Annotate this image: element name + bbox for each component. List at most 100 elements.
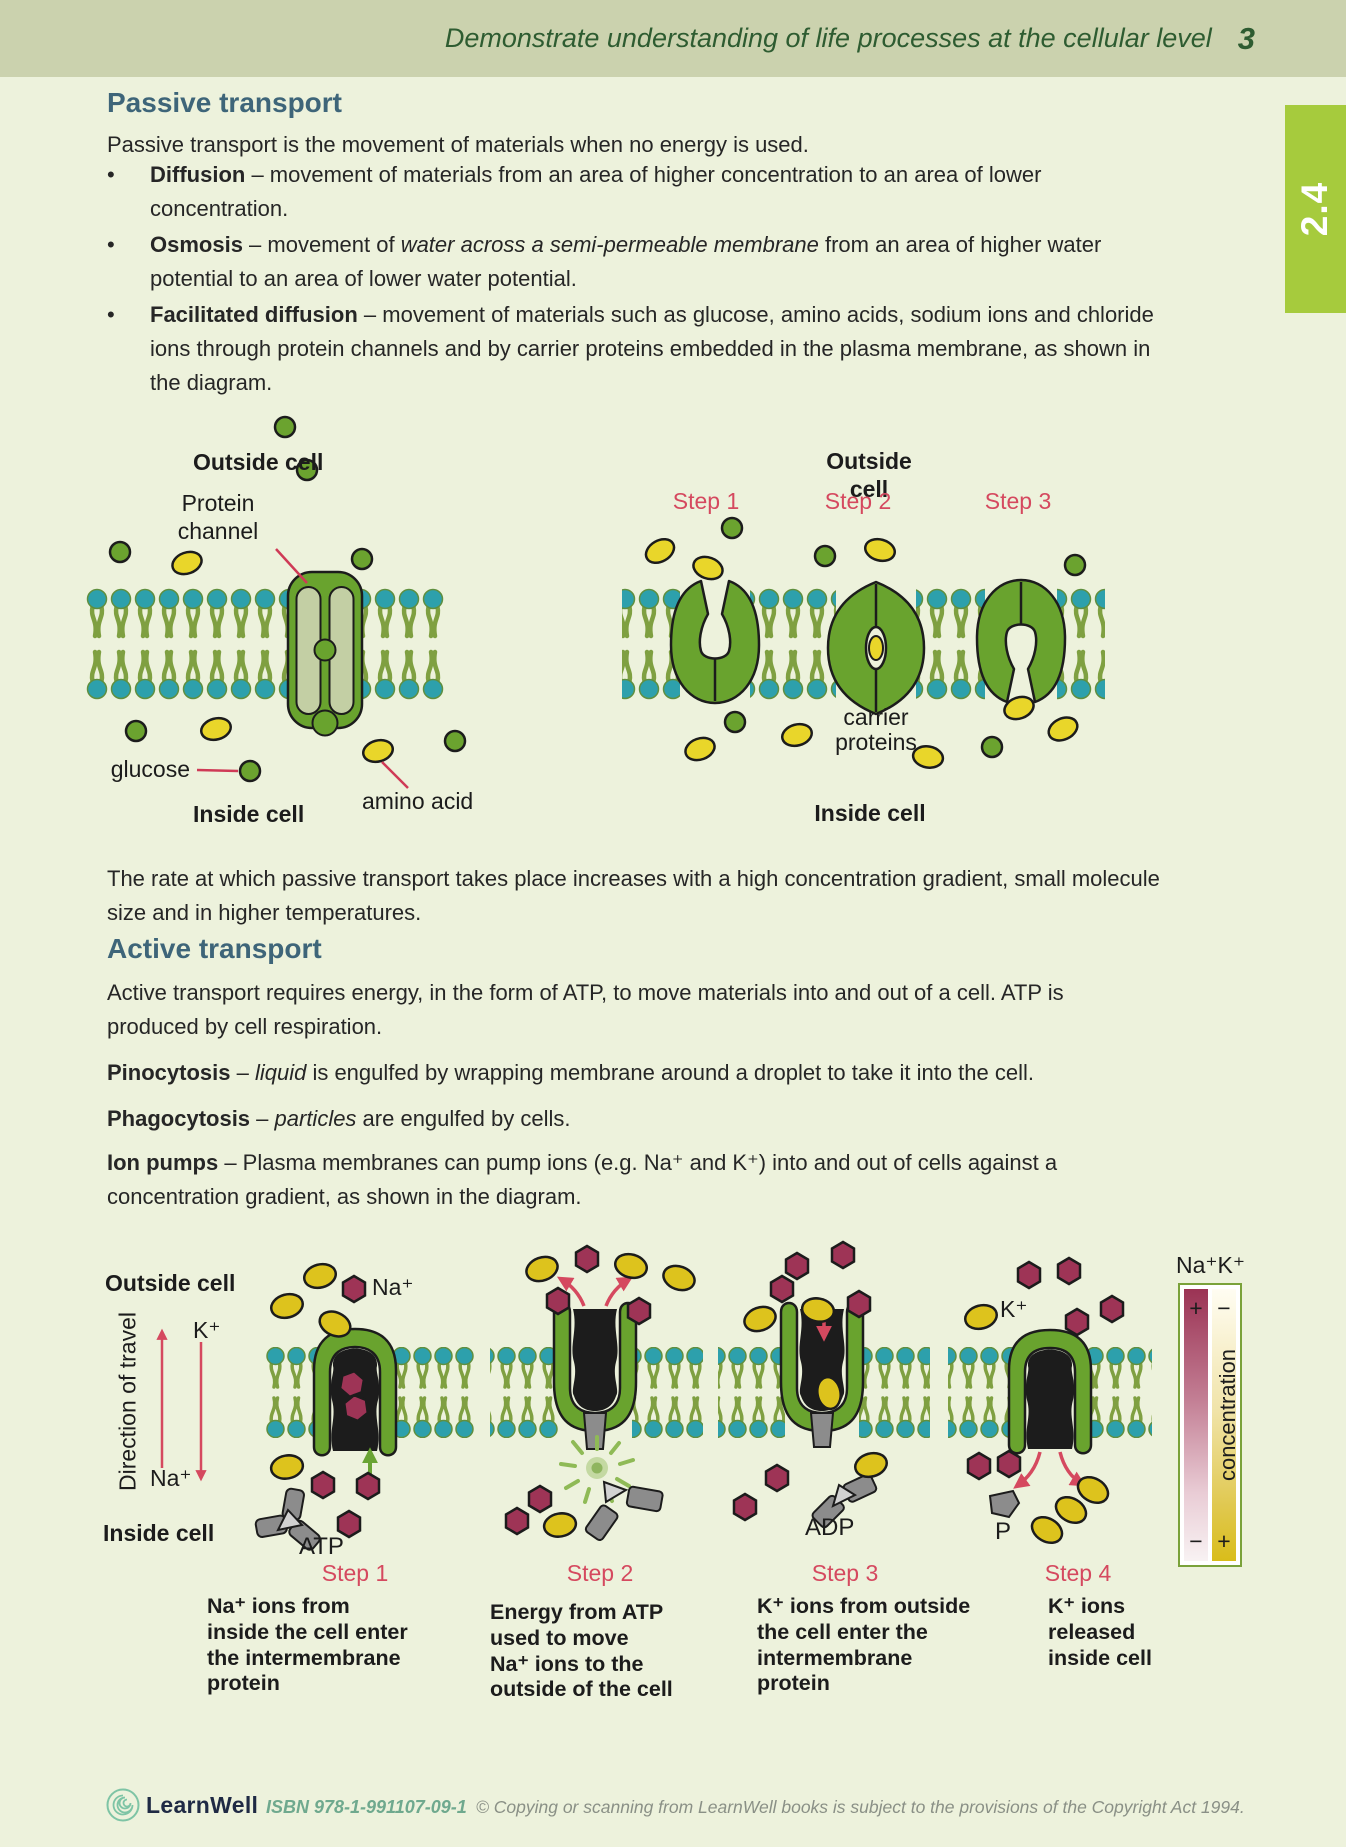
pinocytosis-mid: – (230, 1060, 255, 1085)
k-plus-sign: + (1217, 1528, 1231, 1554)
membrane-segment (632, 1347, 703, 1438)
membrane-segment (357, 588, 445, 700)
membrane-segment (85, 588, 289, 700)
diffusion-term: Diffusion (150, 162, 246, 187)
facilitated-text: – movement of materials such as glucose,… (150, 302, 1154, 395)
na-gradient-column: + − (1184, 1289, 1208, 1561)
d2-step4-description: K⁺ ions released inside cell (1048, 1594, 1152, 1670)
carrier-protein-step3-icon (975, 578, 1067, 725)
membrane-segment (392, 1347, 475, 1438)
d2-step3-description: K⁺ ions from outside the cell enter the … (757, 1594, 971, 1696)
d2-na-axis-label: Na⁺ (150, 1465, 192, 1491)
d1-step3-label: Step 3 (984, 488, 1052, 514)
k-minus-sign: − (1217, 1295, 1231, 1321)
bullet-facilitated-diffusion: Facilitated diffusion – movement of mate… (107, 298, 1252, 400)
facilitated-term: Facilitated diffusion (150, 302, 358, 327)
phosphate-fragment-icon (988, 1489, 1021, 1519)
amino-acid-molecules (168, 546, 397, 767)
d2-inside-cell: Inside cell (103, 1520, 215, 1546)
ion-pumps-term: Ion pumps (107, 1150, 219, 1175)
glucose-pointer-line (196, 768, 239, 773)
phagocytosis-text: are engulfed by cells. (356, 1106, 571, 1131)
phagocytosis-mid: – (250, 1106, 275, 1131)
phagocytosis-term: Phagocytosis (107, 1106, 251, 1131)
d1-step2-label: Step 2 (824, 488, 892, 514)
membrane-segment (1087, 1347, 1152, 1438)
ion-pump-step4-icon (1007, 1328, 1093, 1489)
concentration-gradient-bar: + − − + (1178, 1283, 1242, 1567)
d1-protein-channel-label: Protein channel (177, 490, 259, 545)
gradient-title: Na⁺K⁺ (1176, 1252, 1246, 1278)
d2-na-molecule-label: Na⁺ (372, 1274, 414, 1300)
sodium-ions (310, 1240, 1125, 1539)
membrane-segment (622, 588, 680, 700)
d2-k-molecule-label: K⁺ (1000, 1296, 1028, 1322)
pinocytosis-line: Pinocytosis – liquid is engulfed by wrap… (107, 1056, 1267, 1090)
ion-pump-step2-icon (552, 1276, 638, 1504)
pinocytosis-term: Pinocytosis (107, 1060, 231, 1085)
d1-inside-cell-left: Inside cell (193, 801, 305, 827)
membrane-segment (490, 1347, 558, 1438)
d2-step1-label: Step 1 (321, 1560, 389, 1586)
ion-pump-diagram (156, 1240, 1152, 1551)
footer-copyright: © Copying or scanning from LearnWell boo… (476, 1797, 1245, 1817)
na-plus-sign: + (1189, 1295, 1203, 1321)
pinocytosis-italic: liquid (254, 1060, 307, 1085)
d1-carrier-proteins-label: carrier proteins (835, 704, 917, 755)
membrane-segment (265, 1347, 318, 1438)
d1-outside-cell-left: Outside cell (193, 449, 324, 475)
ion-pump-step1-icon (312, 1327, 398, 1479)
atp-split-icon (584, 1480, 664, 1542)
bullet-osmosis: Osmosis – movement of water across a sem… (107, 228, 1252, 296)
k-gradient-column: − + (1212, 1289, 1236, 1561)
membrane-segment (1057, 588, 1105, 700)
footer-isbn: ISBN 978-1-991107-09-1 (266, 1797, 467, 1817)
bullet-diffusion: Diffusion – movement of materials from a… (107, 158, 1252, 226)
amino-acid-pointer-line (381, 761, 409, 789)
concentration-axis-label: concentration (1215, 1348, 1240, 1482)
passive-intro: Passive transport is the movement of mat… (107, 132, 809, 157)
d2-step3-label: Step 3 (811, 1560, 879, 1586)
learnwell-logo-icon (106, 1788, 140, 1822)
unit-tab-2-4: 2.4 (1285, 105, 1346, 313)
active-intro: Active transport requires energy, in the… (107, 980, 1064, 1039)
membrane-segment (948, 1347, 1013, 1438)
page-number: 3 (1237, 20, 1255, 56)
d2-direction-of-travel: Direction of travel (114, 1312, 141, 1491)
footer-brand: LearnWell (146, 1792, 259, 1818)
d2-step2-label: Step 2 (566, 1560, 634, 1586)
ion-pumps-line: Ion pumps – Plasma membranes can pump io… (107, 1146, 1267, 1214)
ion-pump-step3-icon (779, 1301, 865, 1448)
energy-burst-icon (559, 1435, 635, 1504)
d2-p-label: P (995, 1518, 1012, 1545)
page-header: Demonstrate understanding of life proces… (0, 0, 1346, 77)
membrane-segment (916, 588, 985, 700)
active-transport-heading: Active transport (107, 933, 322, 964)
d1-amino-acid-label: amino acid (362, 788, 474, 814)
osmosis-term: Osmosis (150, 232, 243, 257)
membrane-segment (750, 588, 836, 700)
membrane-segment (718, 1347, 785, 1438)
diffusion-text: – movement of materials from an area of … (150, 162, 1042, 221)
ion-pumps-text: – Plasma membranes can pump ions (e.g. N… (107, 1150, 1058, 1209)
phagocytosis-italic: particles (274, 1106, 357, 1131)
unit-tab-label: 2.4 (1294, 181, 1336, 237)
d1-inside-cell-right: Inside cell (814, 800, 926, 826)
d2-atp-label: ATP (299, 1533, 344, 1560)
header-title: Demonstrate understanding of life proces… (444, 23, 1212, 53)
phagocytosis-line: Phagocytosis – particles are engulfed by… (107, 1102, 1267, 1136)
na-minus-sign: − (1189, 1528, 1203, 1554)
d2-adp-label: ADP (805, 1514, 855, 1541)
pinocytosis-text: is engulfed by wrapping membrane around … (306, 1060, 1034, 1085)
d2-step1-description: Na⁺ ions from inside the cell enter the … (207, 1594, 408, 1696)
carrier-protein-step2-icon (826, 580, 926, 716)
d1-glucose-label: glucose (110, 756, 190, 782)
d1-step1-label: Step 1 (672, 488, 740, 514)
d2-k-axis-label: K⁺ (193, 1317, 221, 1343)
d2-outside-cell: Outside cell (105, 1270, 236, 1296)
passive-transport-heading: Passive transport (107, 87, 342, 118)
osmosis-text: from an area of higher water potential t… (150, 232, 1102, 291)
passive-bullet-list: Diffusion – movement of materials from a… (107, 158, 1252, 402)
rate-note: The rate at which passive transport take… (107, 866, 1160, 925)
